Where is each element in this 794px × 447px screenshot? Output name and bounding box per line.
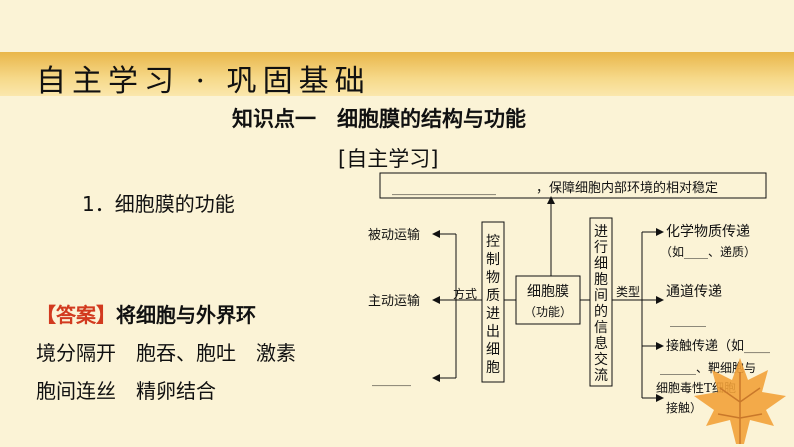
header-bar: [0, 52, 794, 96]
section-subtitle: [自主学习]: [338, 147, 439, 171]
method-label: 方式: [453, 286, 477, 301]
section-title: 知识点一 细胞膜的结构与功能: [232, 107, 526, 131]
type-label: 类型: [616, 285, 640, 299]
top-box-blank: ________________: [392, 181, 497, 196]
center-box-title: 细胞膜: [527, 284, 569, 300]
right-item-contact: 接触传递（如____: [666, 338, 771, 354]
control-char: 出: [486, 324, 500, 340]
maple-leaf-icon: [694, 358, 786, 444]
info-box: [589, 217, 613, 387]
info-char: 进: [594, 224, 608, 240]
left-item-passive: 被动运输: [368, 227, 420, 243]
info-char: 间: [594, 288, 608, 304]
control-char: 质: [486, 288, 500, 304]
info-char: 行: [594, 240, 608, 256]
control-box: [481, 221, 505, 383]
right-item-channel-blank: ______: [670, 313, 706, 327]
top-box: [379, 172, 767, 199]
answer-block: 【答案】将细胞与外界环 境分隔开 胞吞、胞吐 激素 胞间连丝 精卵结合: [36, 296, 366, 410]
answer-tag: 【答案】: [36, 303, 116, 327]
control-char: 制: [486, 252, 500, 268]
control-char: 物: [486, 270, 500, 286]
center-box-sub: （功能）: [524, 305, 572, 319]
point-heading: 1．细胞膜的功能: [82, 192, 235, 216]
control-char: 进: [486, 306, 500, 322]
info-char: 交: [594, 351, 608, 368]
answer-line-2: 胞间连丝 精卵结合: [36, 379, 216, 403]
control-box-text: 控 制 物 质 进 出 细 胞: [486, 234, 500, 376]
top-box-text: ，保障细胞内部环境的相对稳定: [536, 180, 718, 196]
left-item-active: 主动运输: [368, 293, 420, 309]
info-char: 息: [594, 335, 608, 352]
right-item-contact-2: ______、靶细胞与: [660, 361, 756, 375]
control-char: 细: [486, 342, 500, 358]
info-char: 胞: [594, 272, 608, 288]
info-char: 信: [594, 320, 608, 336]
info-box-text: 进 行 细 胞 间 的 信 息 交 流: [594, 224, 608, 384]
control-char: 胞: [486, 360, 500, 376]
right-item-contact-4: 接触）: [666, 400, 702, 415]
info-char: 细: [594, 256, 608, 272]
answer-lead: 将细胞与外界环: [116, 303, 256, 327]
info-char: 流: [594, 368, 608, 384]
right-item-chemical-note: （如____、递质）: [660, 244, 756, 259]
page-header-title: 自主学习 · 巩固基础: [36, 64, 371, 99]
control-char: 控: [486, 234, 500, 250]
right-item-chemical: 化学物质传递: [666, 224, 750, 240]
left-item-blank: ______: [372, 372, 412, 387]
info-char: 的: [594, 304, 608, 320]
right-item-channel: 通道传递: [666, 284, 722, 300]
answer-line-1: 境分隔开 胞吞、胞吐 激素: [36, 341, 296, 365]
